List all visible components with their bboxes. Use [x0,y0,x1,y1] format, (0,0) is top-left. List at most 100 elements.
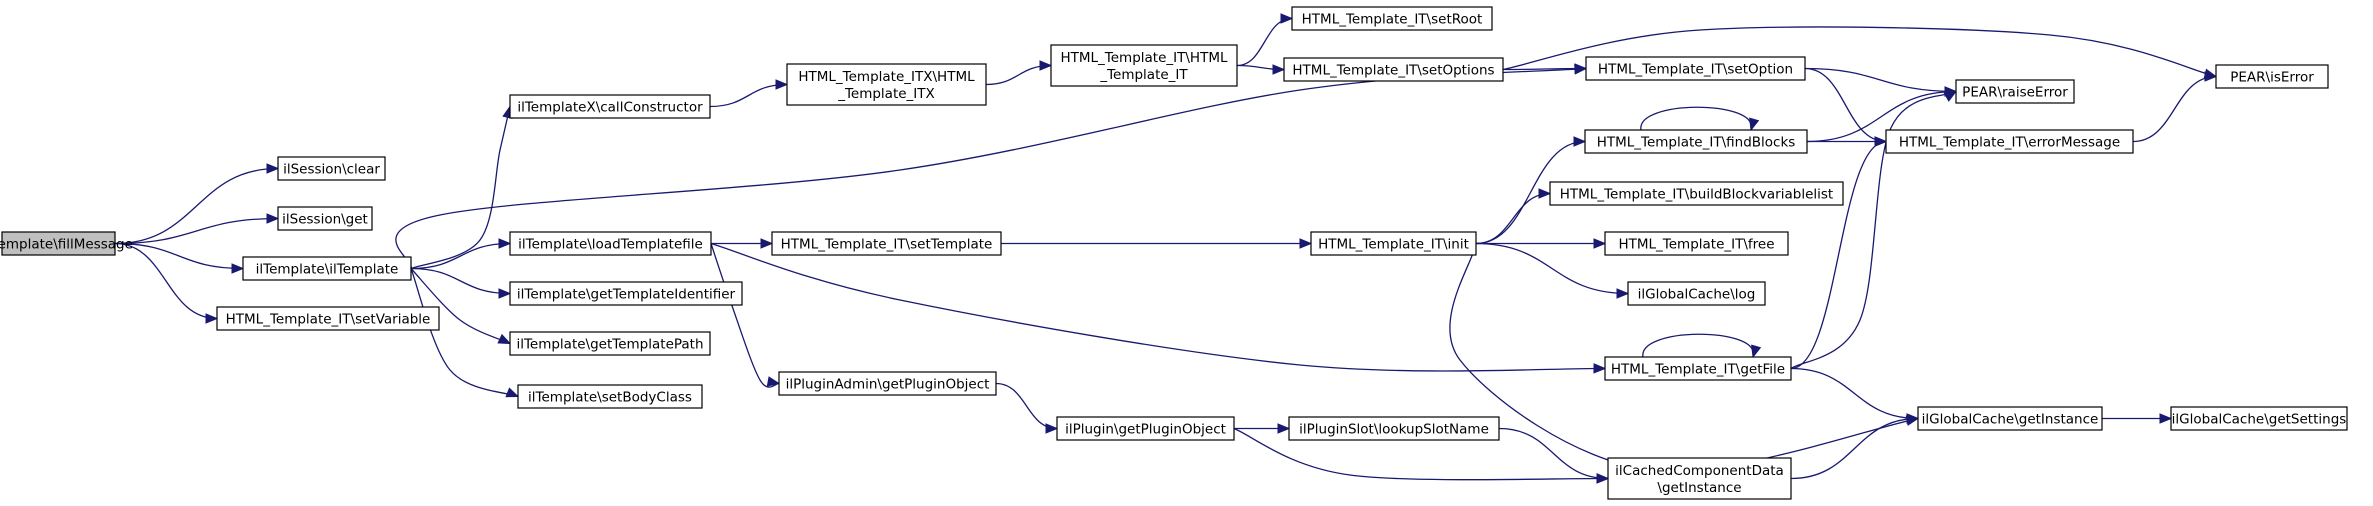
edge-error-message-to-is-error [2132,71,2218,143]
node-set-options[interactable]: HTML_Template_IT\setOptions [1283,57,1504,82]
edge-line [1233,427,1609,481]
arrowhead-icon [205,313,219,324]
edge-init-to-free [1476,238,1607,249]
edge-call-constructor-to-itx-constructor [709,79,789,108]
node-label: ilTemplate\setBodyClass [528,390,692,406]
edge-it-set-template-to-init [1001,238,1313,249]
node-build-blockvariablelist[interactable]: HTML_Template_IT\buildBlockvariablelist [1549,181,1844,206]
node-error-message[interactable]: HTML_Template_IT\errorMessage [1885,129,2134,154]
node-cached-component-data[interactable]: ilCachedComponentData\getInstance [1607,457,1792,500]
node-load-templatefile[interactable]: ilTemplate\loadTemplatefile [509,231,712,256]
edge-fill-message-to-il-template [114,242,245,274]
node-init[interactable]: HTML_Template_IT\init [1310,231,1477,256]
node-box [1955,79,2075,104]
edge-line [1502,26,2217,78]
edge-line [1804,67,1957,93]
node-session-clear[interactable]: ilSession\clear [277,156,386,181]
node-set-root[interactable]: HTML_Template_IT\setRoot [1291,6,1493,31]
node-box [1585,56,1806,81]
node-is-error[interactable]: PEAR\isError [2215,64,2329,89]
node-get-plugin-object-admin[interactable]: ilPluginAdmin\getPluginObject [778,371,997,396]
edge-get-file-to-error-message [1790,136,1888,370]
arrowhead-icon [1751,344,1762,359]
arrowhead-icon [1616,288,1630,299]
node-cache-log[interactable]: ilGlobalCache\log [1627,281,1766,306]
arrowhead-icon [505,387,520,398]
node-box [786,63,987,106]
node-box [771,231,1002,256]
node-set-variable[interactable]: HTML_Template_IT\setVariable [216,306,440,331]
node-set-body-class[interactable]: ilTemplate\setBodyClass [517,384,703,409]
edge-line [1498,427,1609,480]
node-box [1056,416,1235,441]
arrowhead-icon [1906,413,1920,424]
node-label: HTML_Template_IT\HTML [1060,50,1227,66]
node-label: HTML_Template_IT\init [1318,237,1469,253]
node-label: HTML_Template_IT\setOption [1598,62,1793,78]
node-box [1607,457,1792,500]
node-session-get[interactable]: ilSession\get [277,206,373,231]
edge-line [1806,90,1957,143]
node-call-constructor[interactable]: ilTemplateX\callConstructor [509,94,711,119]
arrowhead-icon [266,213,280,224]
edge-line [710,243,780,388]
node-it-constructor[interactable]: HTML_Template_IT\HTML_Template_IT [1050,44,1238,87]
arrowhead-icon [760,238,774,249]
node-cache-get-instance[interactable]: ilGlobalCache\getInstance [1917,406,2103,431]
node-label: PEAR\raiseError [1962,85,2068,101]
node-get-file[interactable]: HTML_Template_IT\getFile [1604,356,1792,381]
edge-line [710,242,1606,372]
node-label: ilPlugin\getPluginObject [1065,422,1226,438]
node-box [778,371,997,396]
node-box [242,256,412,281]
node-get-template-identifier[interactable]: ilTemplate\getTemplateIdentifier [509,281,743,306]
edge-it-constructor-to-set-root [1236,13,1294,67]
node-set-option[interactable]: HTML_Template_IT\setOption [1585,56,1806,81]
node-get-settings[interactable]: ilGlobalCache\getSettings [2170,406,2348,431]
edge-get-file-to-get-file [1642,333,1762,359]
edge-line [114,242,244,270]
node-label: ilPluginAdmin\getPluginObject [786,377,990,393]
node-get-plugin-object[interactable]: ilPlugin\getPluginObject [1056,416,1235,441]
node-raise-error[interactable]: PEAR\raiseError [1955,79,2075,104]
node-it-set-template[interactable]: HTML_Template_IT\setTemplate [771,231,1002,256]
edge-get-file-to-cache-get-instance [1790,367,1920,424]
node-label: ilCachedComponentData [1615,463,1784,479]
arrowhead-icon [1299,238,1313,249]
edge-il-template-to-set-body-class [410,268,520,398]
node-il-template[interactable]: ilTemplate\ilTemplate [242,256,412,281]
node-box [1584,129,1808,154]
node-lookup-slot-name[interactable]: ilPluginSlot\lookupSlotName [1288,416,1500,441]
arrowhead-icon [1272,64,1286,75]
edge-line [1475,192,1551,245]
node-label: ilTemplate\ilTemplate [256,262,399,278]
node-get-template-path[interactable]: ilTemplate\getTemplatePath [509,331,711,356]
node-fill-message[interactable]: ilTemplate\fillMessage [0,231,133,256]
node-box [1885,129,2134,154]
node-itx-constructor[interactable]: HTML_Template_ITX\HTML_Template_ITX [786,63,987,106]
node-label: ilTemplate\getTemplateIdentifier [517,287,736,303]
node-label: ilSession\clear [283,162,380,178]
arrowhead-icon [1280,13,1294,24]
node-label: ilTemplate\fillMessage [0,237,133,253]
nodes-layer: ilTemplate\fillMessage ilSession\clear ilS… [0,6,2348,500]
node-label: HTML_Template_IT\setVariable [226,312,431,328]
edge-il-template-to-get-template-identifier [410,267,512,299]
node-box [517,384,703,409]
edge-line [1790,417,1919,480]
node-box [2170,406,2348,431]
arrowhead-icon [1039,60,1053,71]
arrowhead-icon [1277,423,1291,434]
node-free[interactable]: HTML_Template_IT\free [1604,231,1789,256]
arrowhead-icon [2159,413,2173,424]
edge-get-plugin-object-to-lookup-slot-name [1233,423,1291,434]
node-find-blocks[interactable]: HTML_Template_IT\findBlocks [1584,129,1808,154]
node-label: HTML_Template_IT\errorMessage [1899,135,2120,151]
arrowhead-icon [1574,63,1588,74]
edge-init-to-cache-log [1475,242,1630,299]
edge-get-plugin-object-admin-to-get-plugin-object [995,382,1059,434]
node-label: ilGlobalCache\getInstance [1922,412,2099,428]
node-label: HTML_Template_ITX\HTML [798,69,975,85]
node-box [277,206,373,231]
edge-set-option-to-error-message [1804,67,1888,147]
